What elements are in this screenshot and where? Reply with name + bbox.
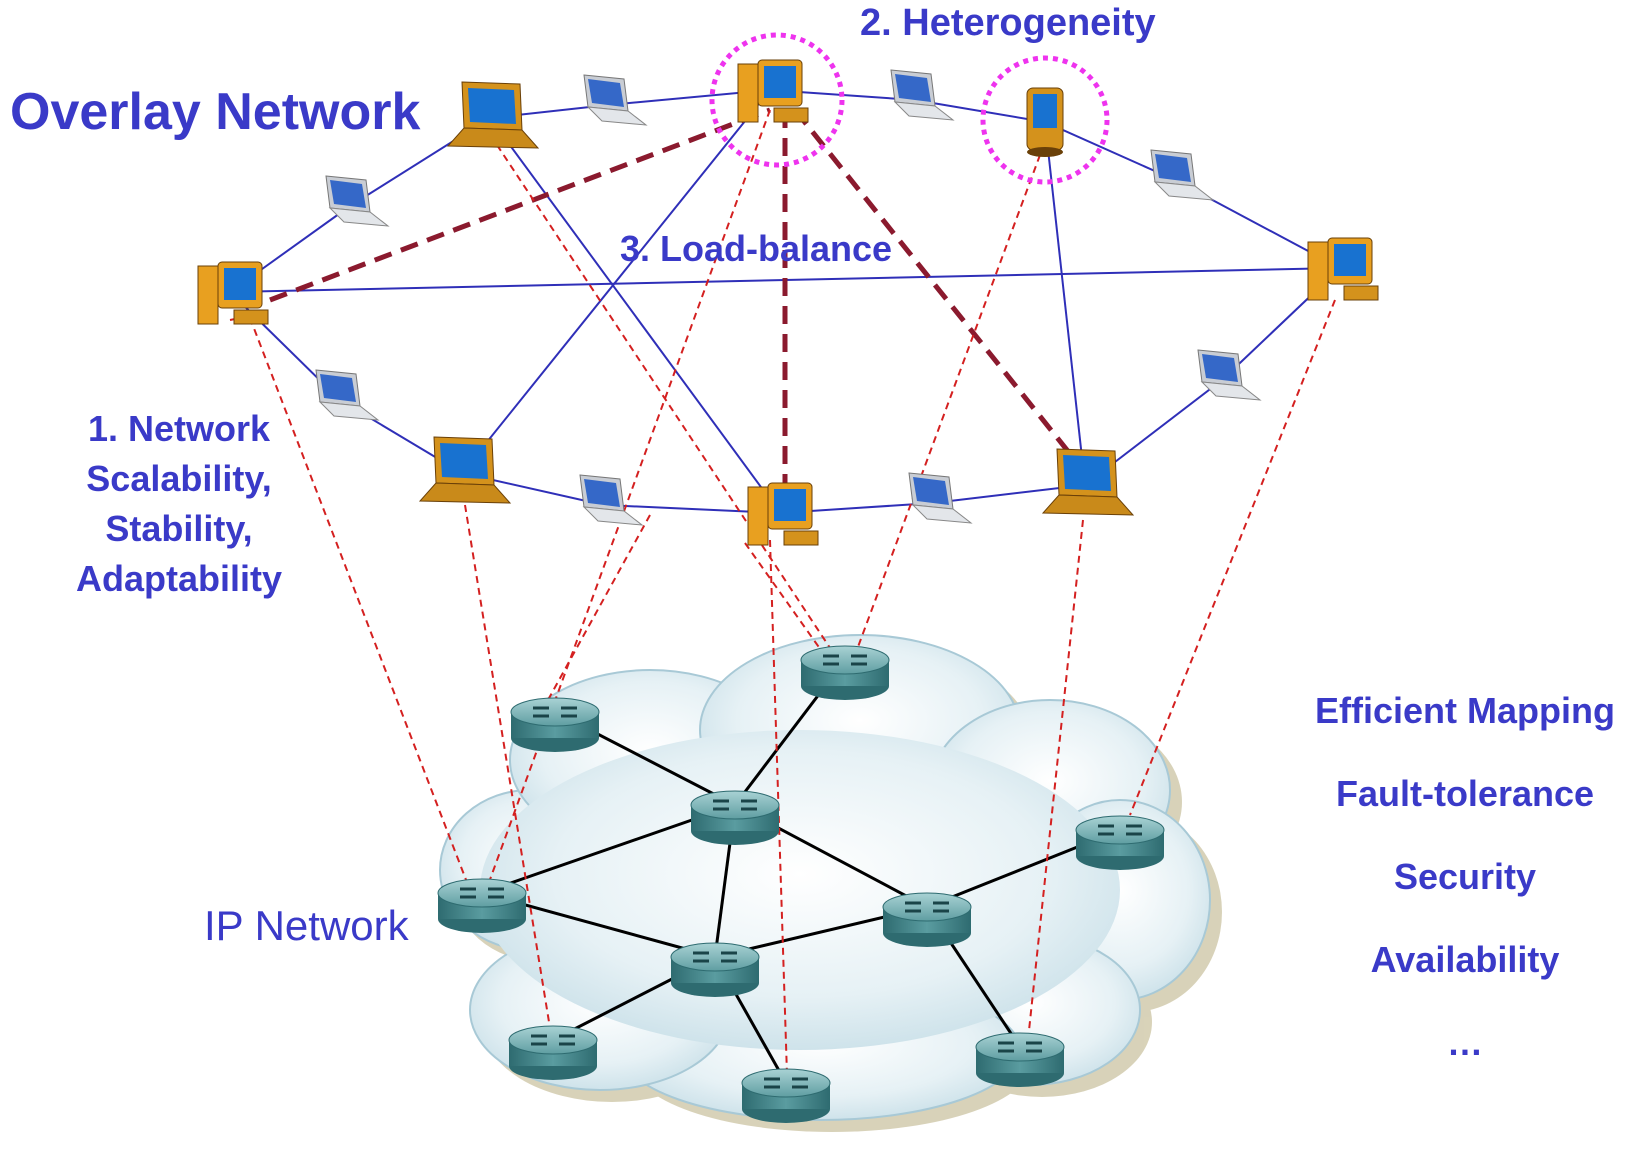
network-properties-line: 1. Network [87,408,271,449]
laptop-icon [446,81,540,149]
small-laptop-icon [1150,149,1215,201]
requirement-item: … [1447,1022,1483,1063]
small-laptop-icon [890,69,955,121]
desktop-icon [747,482,819,546]
router-icon [437,878,527,933]
router-icon [690,790,780,845]
desktop-icon [197,261,269,325]
laptop-icon [1041,448,1135,516]
requirement-item: Efficient Mapping [1315,690,1615,731]
desktops [197,59,1379,546]
router-icon [1075,815,1165,870]
router-icon [670,942,760,997]
network-properties-line: Scalability, [86,458,272,499]
small-laptop-icon [1197,349,1262,401]
small-laptop-icon [908,472,973,524]
small-laptops [315,69,1262,526]
router-icon [975,1032,1065,1087]
small-laptop-icon [583,74,648,126]
small-laptop-icon [325,175,390,227]
router-icon [800,645,890,700]
page-title: Overlay Network [10,83,421,141]
router-icon [510,697,600,752]
desktop-icon [1307,237,1379,301]
laptops [418,81,1135,516]
requirements-list: Efficient Mapping Fault-tolerance Securi… [1270,690,1651,1105]
requirement-item: Fault-tolerance [1335,773,1595,814]
requirement-item: Security [1393,856,1537,897]
desktop-icon [737,59,809,123]
router-icon [882,892,972,947]
heterogeneity-label: 2. Heterogeneity [860,2,1156,44]
network-properties-line: Stability, [105,508,253,549]
network-properties-line: Adaptability [75,558,282,599]
router-icon [508,1025,598,1080]
small-laptop-icon [315,369,380,421]
router-icon [741,1068,831,1123]
small-laptop-icon [579,474,644,526]
ip-routers [437,645,1165,1123]
requirement-item: Availability [1370,939,1560,980]
network-properties-label: 1. Network Scalability, Stability, Adapt… [34,404,324,604]
pda-icon [1026,87,1064,157]
heterogeneity-highlights [709,32,1110,185]
laptop-icon [418,436,512,504]
load-balance-links [269,107,1077,495]
load-balance-label: 3. Load-balance [620,228,893,269]
ip-network-label: IP Network [204,902,409,949]
